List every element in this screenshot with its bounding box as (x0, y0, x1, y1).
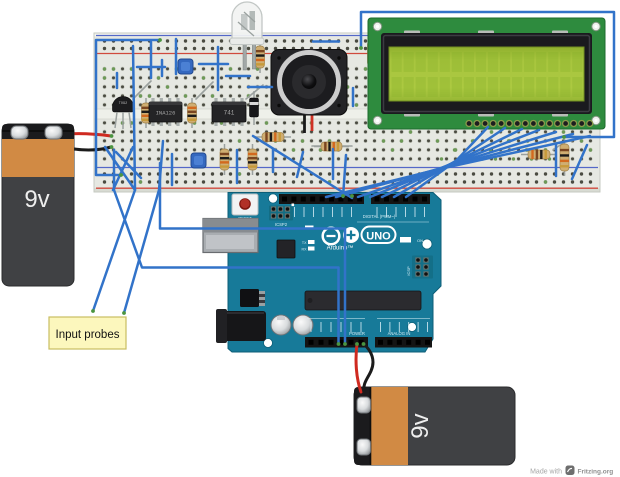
svg-text:741: 741 (224, 110, 235, 117)
svg-text:ANALOG IN: ANALOG IN (388, 331, 411, 336)
svg-text:ON: ON (417, 238, 423, 243)
svg-text:POWER: POWER (349, 331, 365, 336)
svg-text:TX: TX (302, 241, 307, 245)
svg-text:9v: 9v (407, 413, 434, 438)
svg-text:Input probes: Input probes (56, 329, 120, 341)
svg-text:ICSP2: ICSP2 (275, 222, 288, 227)
svg-text:Fritzing.org: Fritzing.org (578, 469, 614, 476)
svg-text:TO92: TO92 (119, 102, 127, 106)
svg-text:INA126: INA126 (156, 110, 176, 117)
svg-text:DIGITAL (PWM~): DIGITAL (PWM~) (363, 214, 396, 219)
svg-text:Made with: Made with (530, 469, 562, 476)
svg-text:ICSP: ICSP (406, 266, 411, 276)
svg-text:Arduino™: Arduino™ (327, 245, 354, 252)
svg-text:UNO: UNO (366, 231, 391, 243)
svg-text:RX: RX (302, 248, 308, 252)
svg-text:9v: 9v (24, 186, 49, 213)
